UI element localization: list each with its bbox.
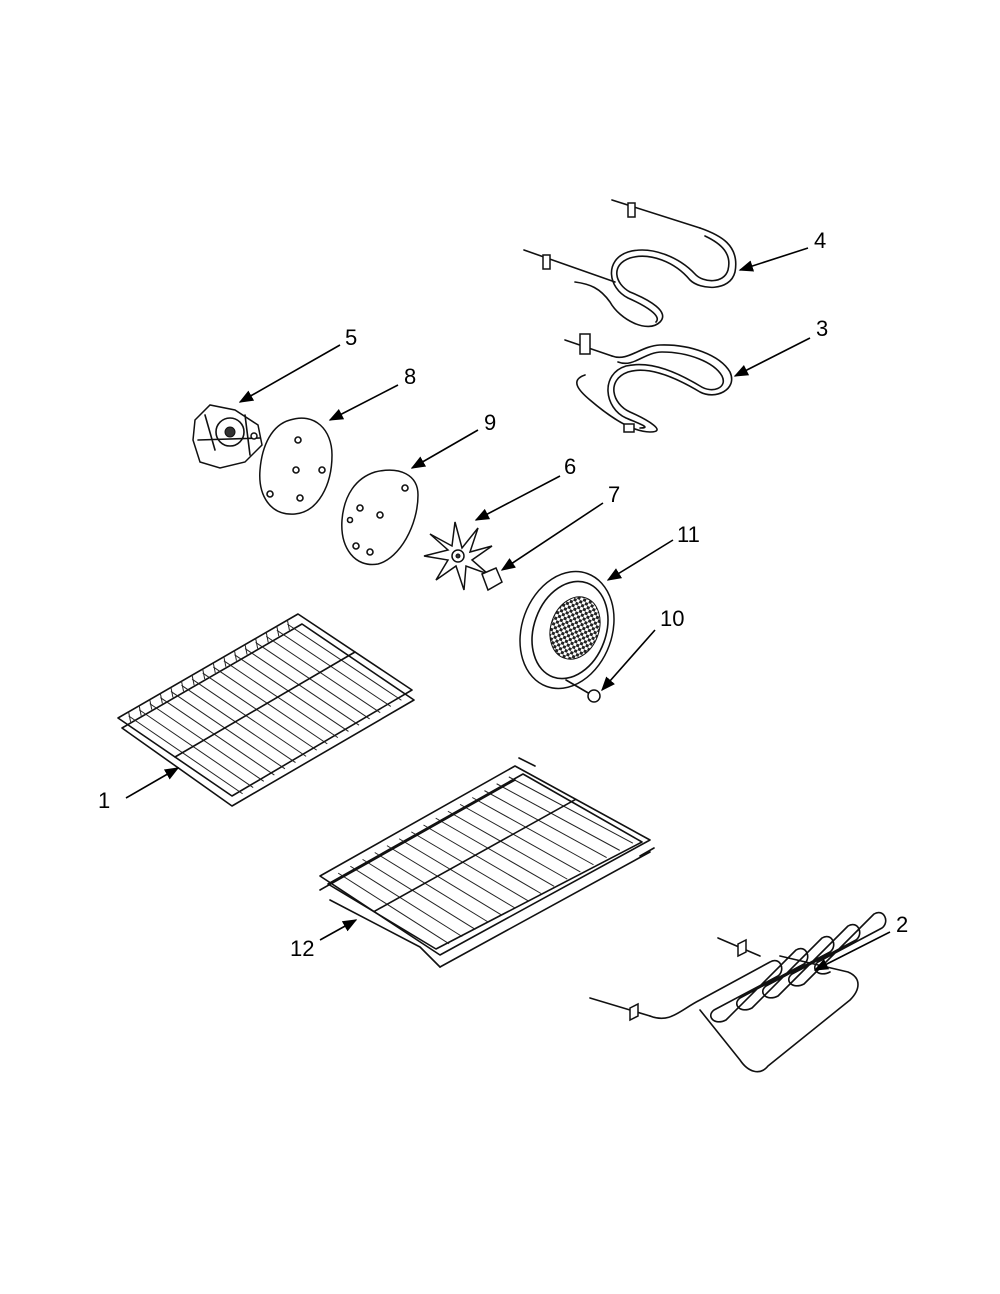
callout-label-12: 12 xyxy=(290,936,314,961)
part-6-fan-blade xyxy=(423,521,493,591)
leader-8 xyxy=(328,384,399,421)
leader-11 xyxy=(606,539,674,581)
part-5-convection-motor xyxy=(192,404,263,469)
callout-label-10: 10 xyxy=(660,606,684,631)
leader-3 xyxy=(733,337,811,377)
callout-label-9: 9 xyxy=(484,410,496,435)
callout-label-6: 6 xyxy=(564,454,576,479)
leader-1 xyxy=(125,767,180,799)
callout-label-8: 8 xyxy=(404,364,416,389)
part-2-hidden-bake-element xyxy=(589,911,887,1073)
leader-6 xyxy=(474,475,561,521)
callout-label-11: 11 xyxy=(677,522,700,547)
part-11-fan-cover xyxy=(519,570,615,690)
part-8-insulation xyxy=(259,417,333,515)
callout-label-5: 5 xyxy=(345,325,357,350)
part-7-nut xyxy=(481,567,503,592)
callout-label-4: 4 xyxy=(814,228,826,253)
leader-4 xyxy=(738,247,809,272)
part-1-oven-rack xyxy=(117,613,415,807)
part-4-broil-element xyxy=(523,199,737,328)
leader-10 xyxy=(601,629,656,692)
leader-2 xyxy=(813,931,891,971)
leader-7 xyxy=(500,502,604,571)
leader-12 xyxy=(319,919,358,941)
callout-label-3: 3 xyxy=(816,316,828,341)
leader-9 xyxy=(410,429,479,469)
part-9-baffle-plate xyxy=(341,469,419,566)
callout-label-7: 7 xyxy=(608,482,620,507)
leader-5 xyxy=(238,344,341,403)
part-10-screw xyxy=(565,679,601,703)
callout-label-1: 1 xyxy=(98,788,110,813)
callout-label-2: 2 xyxy=(896,912,908,937)
part-3-bake-element xyxy=(564,333,733,433)
part-12-rollout-rack xyxy=(319,757,655,968)
